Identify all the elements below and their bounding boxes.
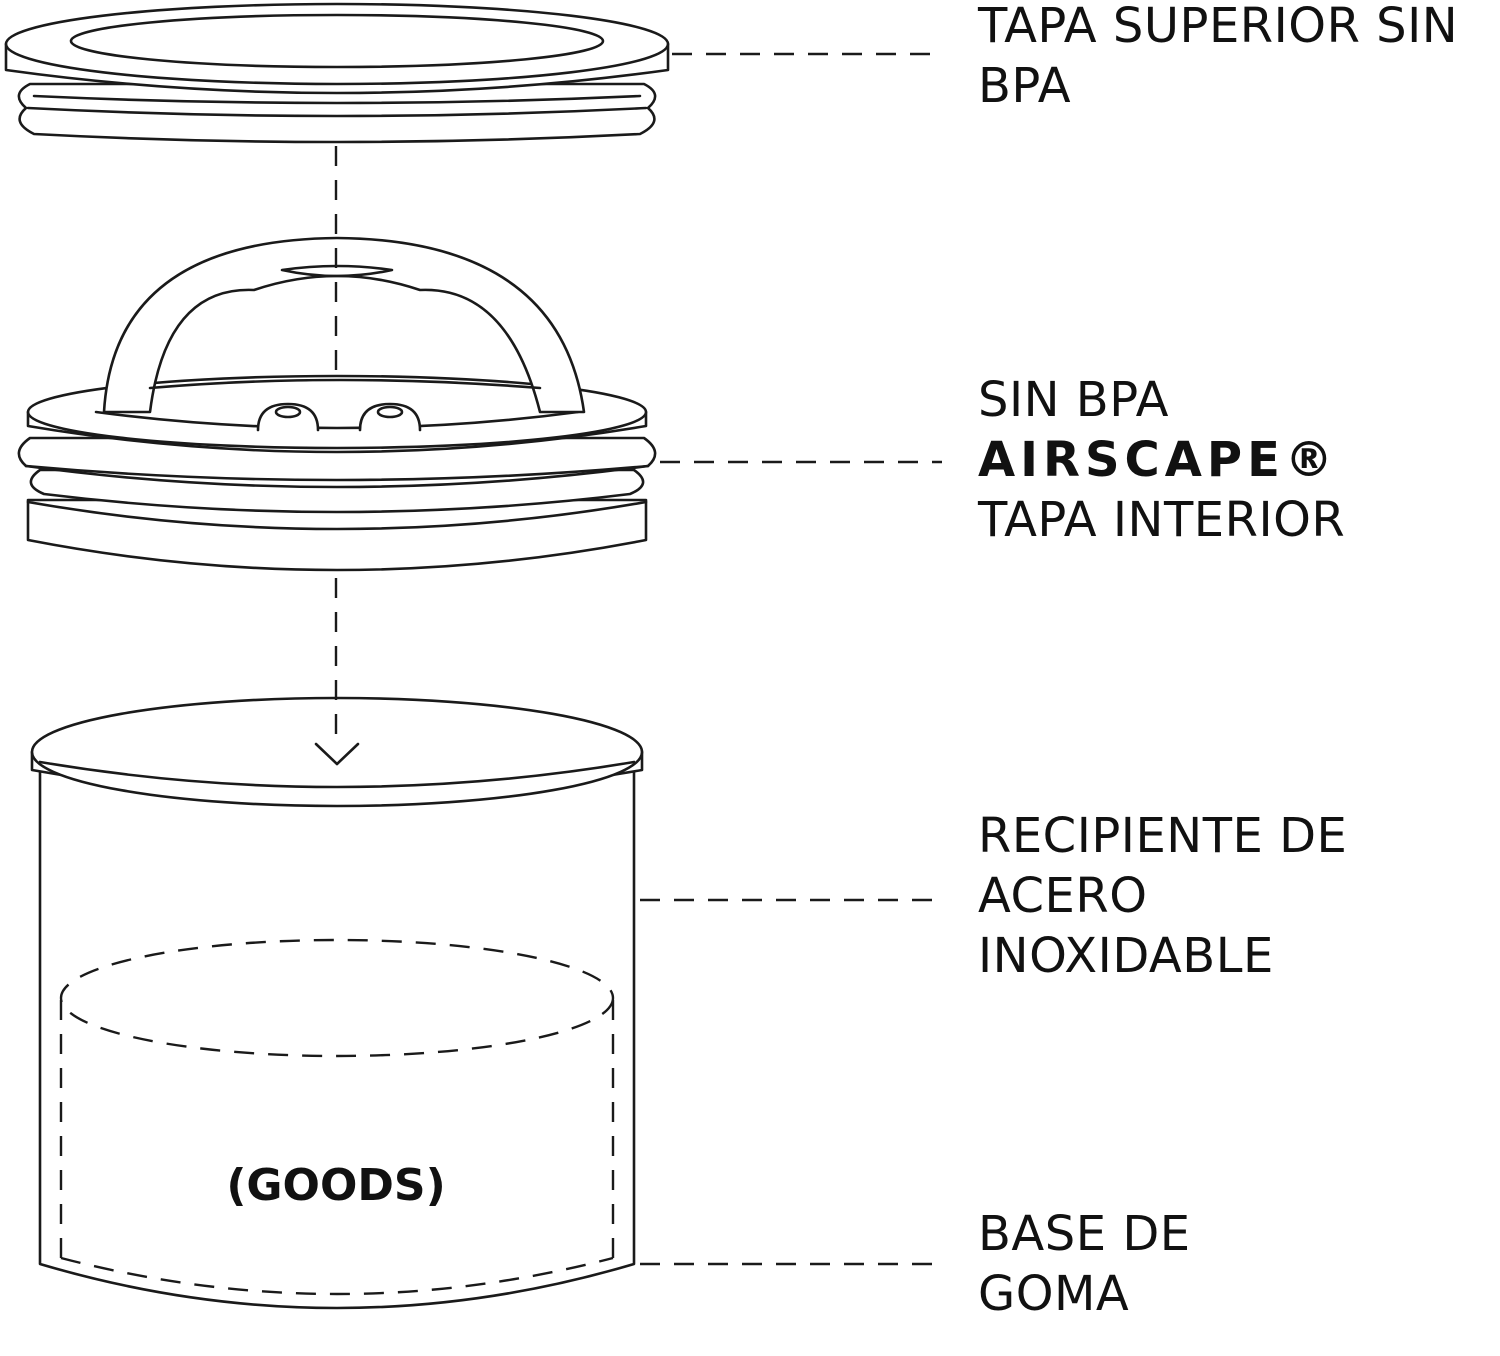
callout-canister-line-3: INOXIDABLE — [978, 928, 1274, 984]
callout-inner-lid-line-3: TAPA INTERIOR — [978, 492, 1346, 548]
top-lid — [4, 2, 670, 144]
callout-inner-lid-brand: AIRSCAPE® — [978, 432, 1338, 488]
callout-top-lid-line-1: TAPA SUPERIOR SIN — [978, 0, 1459, 54]
inner-lid — [17, 236, 657, 572]
down-arrow-icon — [314, 742, 360, 766]
callout-canister-line-1: RECIPIENTE DE — [978, 808, 1348, 864]
callout-base-line-2: GOMA — [978, 1266, 1130, 1322]
callout-canister: RECIPIENTE DE ACERO INOXIDABLE — [978, 806, 1347, 986]
assembly-guide — [314, 146, 360, 766]
callout-inner-lid-line-1: SIN BPA — [978, 372, 1169, 428]
callout-base-line-1: BASE DE — [978, 1206, 1191, 1262]
callout-inner-lid: SIN BPA AIRSCAPE® TAPA INTERIOR — [978, 370, 1345, 550]
callout-canister-line-2: ACERO — [978, 868, 1148, 924]
leader-lines — [640, 52, 942, 1266]
callout-top-lid: TAPA SUPERIOR SIN BPA — [978, 0, 1458, 116]
callout-base: BASE DE GOMA — [978, 1204, 1191, 1324]
steel-canister — [30, 696, 644, 1310]
goods-label: (GOODS) — [226, 1160, 446, 1211]
callout-top-lid-line-2: BPA — [978, 58, 1072, 114]
